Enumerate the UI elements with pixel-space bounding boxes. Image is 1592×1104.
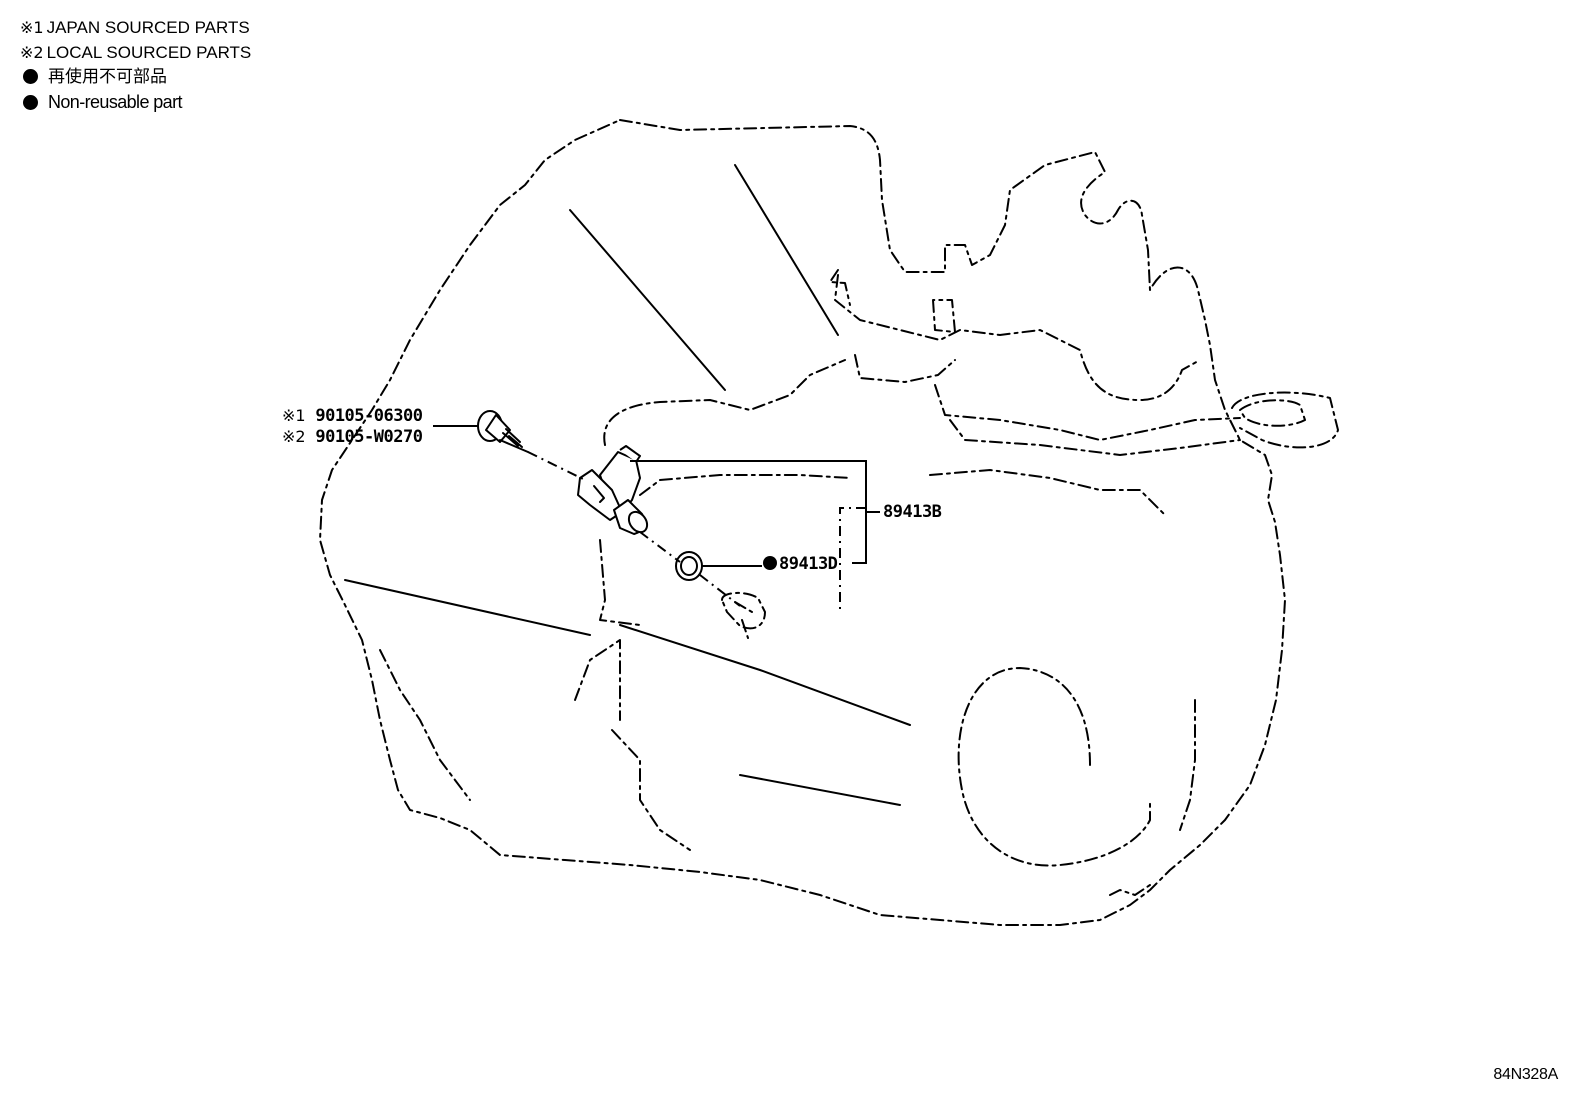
lower-contour-3 bbox=[379, 649, 471, 801]
connector-phantom bbox=[721, 592, 766, 639]
upper-contour-2 bbox=[854, 354, 956, 383]
callout-bolt-japan: ※1 90105-06300 bbox=[282, 406, 423, 426]
mid-contour-4 bbox=[929, 469, 1166, 516]
bolt-local-part-number: 90105-W0270 bbox=[315, 427, 423, 447]
bolt-japan-part-number: 90105-06300 bbox=[315, 406, 423, 426]
note-mark-2: ※2 bbox=[20, 42, 44, 62]
legend-nonreusable-en-text: Non-reusable part bbox=[48, 91, 182, 112]
legend-local-text: LOCAL SOURCED PARTS bbox=[46, 42, 252, 62]
legend-japan-text: JAPAN SOURCED PARTS bbox=[46, 18, 250, 37]
internal-line-2 bbox=[734, 164, 839, 336]
lever-arm bbox=[934, 384, 1241, 441]
callout-mark-1: ※1 bbox=[282, 406, 306, 425]
internal-line-1 bbox=[569, 209, 726, 391]
lever-ring bbox=[1231, 391, 1339, 449]
lever-arm-lower bbox=[949, 419, 1241, 456]
o-ring-part-number: 89413D bbox=[779, 554, 838, 574]
bolt-icon bbox=[477, 410, 529, 453]
mid-contour-3 bbox=[639, 474, 851, 496]
upper-bracket bbox=[829, 269, 851, 306]
housing-outline bbox=[319, 119, 1286, 926]
internal-line-5 bbox=[619, 624, 911, 726]
note-mark-1: ※1 bbox=[20, 18, 44, 37]
internal-line-3 bbox=[344, 579, 591, 636]
speed-sensor-icon bbox=[577, 445, 649, 535]
right-contour bbox=[1179, 699, 1196, 831]
sensor-assembly-part-number: 89413B bbox=[883, 502, 942, 522]
lower-contour-2 bbox=[611, 729, 691, 851]
legend-nonreusable-jp-text: 再使用不可部品 bbox=[48, 67, 167, 86]
nonreusable-dot-icon bbox=[23, 69, 38, 84]
mid-contour-2 bbox=[599, 539, 641, 626]
internal-line-4 bbox=[739, 774, 901, 806]
nonreusable-dot-icon bbox=[763, 556, 777, 570]
hole-axis bbox=[839, 507, 866, 612]
callout-sensor-assembly: 89413B bbox=[883, 502, 942, 522]
mid-contour-1 bbox=[603, 359, 846, 446]
legend-nonreusable-en: Non-reusable part bbox=[20, 90, 251, 115]
lower-contour-1 bbox=[574, 639, 621, 721]
nonreusable-dot-icon bbox=[23, 94, 38, 110]
callout-o-ring: 89413D bbox=[763, 554, 838, 574]
lever-ring-inner bbox=[1239, 399, 1306, 427]
boss bbox=[932, 299, 956, 333]
o-ring-icon bbox=[675, 551, 703, 581]
diagram-code: 84N328A bbox=[1493, 1066, 1558, 1083]
bearing-circle bbox=[957, 667, 1151, 867]
assembly-axis bbox=[527, 451, 741, 607]
callout-bolt-local: ※2 90105-W0270 bbox=[282, 427, 423, 447]
legend-nonreusable-jp: 再使用不可部品 bbox=[20, 65, 251, 90]
upper-contour bbox=[834, 274, 1201, 401]
bottom-tabs bbox=[1109, 884, 1151, 896]
callout-mark-2: ※2 bbox=[282, 427, 306, 446]
